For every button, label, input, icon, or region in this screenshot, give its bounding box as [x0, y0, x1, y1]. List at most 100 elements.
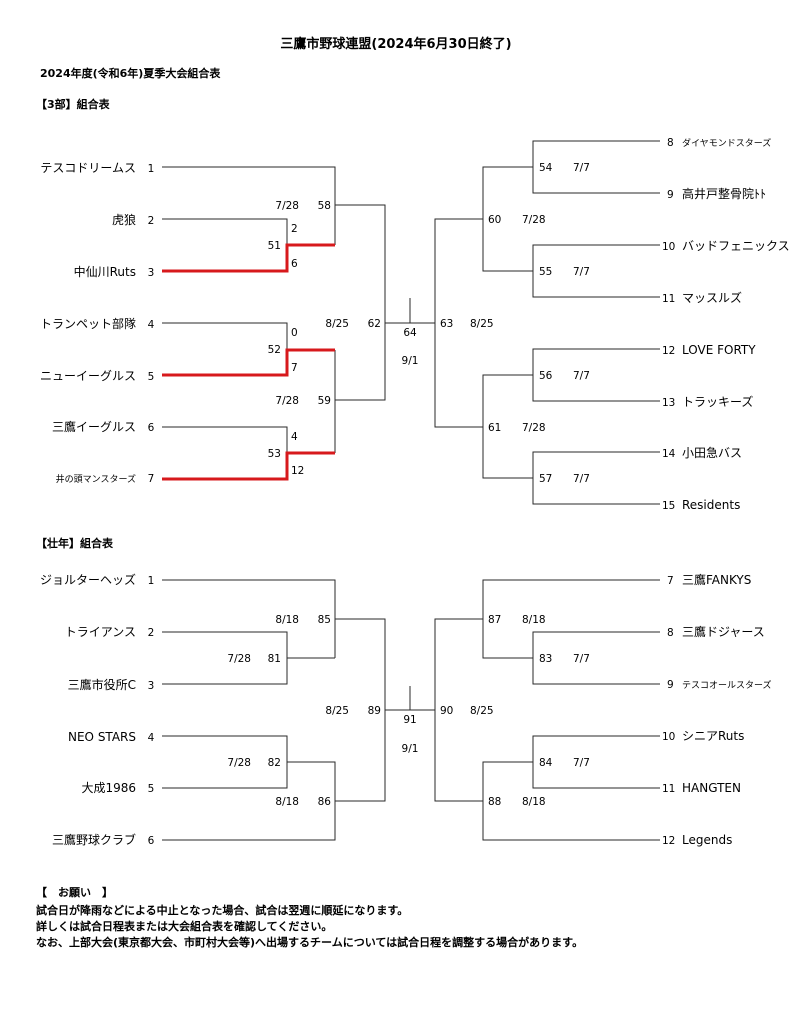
page-title: 三鷹市野球連盟(2024年6月30日終了) — [280, 36, 511, 52]
score: 12 — [291, 465, 304, 477]
team-seed: 14 — [662, 448, 676, 460]
notice-heading: 【 お願い 】 — [36, 886, 113, 899]
team-name: 小田急バス — [682, 445, 742, 460]
team-name: 三鷹市役所C — [68, 677, 136, 692]
team-seed: 8 — [667, 627, 674, 639]
game-number: 54 — [539, 162, 553, 174]
game-number: 85 — [318, 614, 331, 626]
team-name: NEO STARS — [68, 730, 136, 744]
score: 6 — [291, 258, 298, 270]
final-game-number: 64 — [403, 327, 417, 339]
game-date: 8/18 — [522, 796, 546, 808]
team-seed: 15 — [662, 500, 675, 512]
team-name: トライアンス — [65, 625, 136, 639]
game-date: 7/28 — [227, 653, 251, 665]
team-seed: 2 — [148, 627, 155, 639]
game-number: 84 — [539, 757, 553, 769]
final-game-date: 9/1 — [402, 743, 419, 755]
game-date: 8/25 — [470, 318, 494, 330]
team-name: ダイヤモンドスターズ — [682, 137, 771, 149]
notice-line: 詳しくは試合日程表または大会組合表を確認してください。 — [36, 919, 332, 933]
team-name: 三鷹野球クラブ — [52, 832, 136, 847]
team-name: テスコオールスターズ — [682, 679, 772, 691]
game-date: 7/28 — [275, 200, 299, 212]
team-seed: 3 — [148, 680, 155, 692]
team-seed: 7 — [148, 473, 155, 485]
division-3-heading: 【3部】組合表 — [36, 97, 111, 111]
game-number: 51 — [268, 240, 281, 252]
left-bracket-lines — [162, 579, 435, 841]
right-bracket-lines — [434, 579, 660, 841]
team-name: バッドフェニックス — [682, 239, 790, 253]
team-seed: 9 — [667, 679, 674, 691]
team-name: トランペット部隊 — [40, 316, 136, 331]
senior-bracket: 【壮年】組合表 ジョルターヘッズ 1 トライアンス 2 三鷹市役所C 3 NEO… — [36, 536, 772, 847]
game-date: 7/7 — [573, 370, 590, 382]
team-seed: 8 — [667, 137, 674, 149]
game-date: 8/25 — [325, 705, 349, 717]
final-game-date: 9/1 — [402, 355, 419, 367]
team-seed: 12 — [662, 345, 675, 357]
right-bracket-lines — [434, 140, 660, 505]
game-number: 52 — [268, 344, 281, 356]
game-number: 82 — [268, 757, 281, 769]
game-number: 58 — [318, 200, 331, 212]
final-game-number: 91 — [403, 714, 416, 726]
team-name: マッスルズ — [682, 290, 742, 305]
division-3-bracket: 【3部】組合表 テスコドリームス 1 虎狼 2 中仙川Ruts 3 トランペット… — [36, 97, 790, 512]
team-name: 大成1986 — [81, 781, 136, 795]
game-number: 88 — [488, 796, 501, 808]
game-date: 7/7 — [573, 653, 590, 665]
senior-heading: 【壮年】組合表 — [36, 536, 114, 550]
game-number: 83 — [539, 653, 552, 665]
team-name: ジョルターヘッズ — [40, 572, 136, 587]
game-number: 87 — [488, 614, 501, 626]
game-number: 55 — [539, 266, 552, 278]
team-name: 三鷹FANKYS — [682, 572, 751, 587]
team-seed: 1 — [148, 575, 155, 587]
notice-line: なお、上部大会(東京都大会、市町村大会等)へ出場するチームについては試合日程を調… — [36, 935, 583, 949]
team-name: シニアRuts — [682, 729, 744, 743]
game-number: 57 — [539, 473, 552, 485]
game-date: 7/7 — [573, 162, 590, 174]
team-name: Legends — [682, 833, 732, 847]
game-number: 59 — [318, 395, 331, 407]
game-number: 90 — [440, 705, 453, 717]
team-name: LOVE FORTY — [682, 343, 756, 357]
score: 2 — [291, 223, 298, 235]
game-date: 8/25 — [470, 705, 494, 717]
team-seed: 11 — [662, 293, 675, 305]
game-date: 8/25 — [325, 318, 349, 330]
game-date: 7/28 — [522, 214, 546, 226]
score: 0 — [291, 327, 298, 339]
team-name: 虎狼 — [112, 212, 136, 227]
tournament-subtitle: 2024年度(令和6年)夏季大会組合表 — [40, 66, 221, 80]
team-seed: 5 — [148, 783, 155, 795]
game-date: 7/7 — [573, 757, 590, 769]
team-seed: 3 — [148, 267, 155, 279]
team-seed: 6 — [148, 835, 155, 847]
team-name: ニューイーグルス — [40, 369, 136, 383]
game-date: 8/18 — [275, 614, 299, 626]
game-date: 7/7 — [573, 266, 590, 278]
game-number: 60 — [488, 214, 501, 226]
team-name: テスコドリームス — [40, 161, 136, 175]
left-bracket-lines — [162, 166, 435, 453]
team-seed: 6 — [148, 422, 155, 434]
team-seed: 2 — [148, 215, 155, 227]
notice-block: 【 お願い 】 試合日が降雨などによる中止となった場合、試合は翌週に順延になりま… — [36, 886, 583, 949]
game-number: 56 — [539, 370, 553, 382]
team-seed: 11 — [662, 783, 675, 795]
team-seed: 9 — [667, 189, 674, 201]
team-seed: 4 — [148, 319, 155, 331]
team-name: HANGTEN — [682, 781, 741, 795]
team-seed: 1 — [148, 163, 155, 175]
game-number: 61 — [488, 422, 501, 434]
game-date: 7/28 — [227, 757, 251, 769]
game-date: 7/28 — [275, 395, 299, 407]
game-number: 63 — [440, 318, 453, 330]
game-number: 53 — [268, 448, 281, 460]
team-seed: 7 — [667, 575, 674, 587]
score: 7 — [291, 362, 298, 374]
